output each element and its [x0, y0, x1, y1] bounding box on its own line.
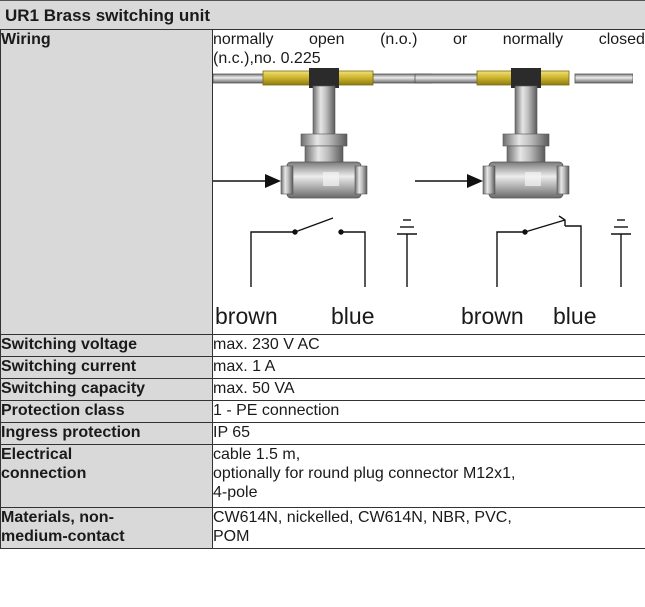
row-value: max. 50 VA — [212, 378, 645, 401]
brown-wire — [496, 231, 525, 287]
table-row: Ingress protection IP 65 — [0, 422, 645, 445]
switch-unit-right — [414, 68, 633, 199]
table-row: Switching capacity max. 50 VA — [0, 378, 645, 401]
switch-diagram-svg — [213, 68, 633, 287]
wiring-value: normally open (n.o.) or normally closed … — [212, 29, 645, 335]
wiring-text-line1: normally open (n.o.) or normally closed — [213, 31, 645, 48]
closed-contact — [558, 215, 566, 226]
materials-value: CW614N, nickelled, CW614N, NBR, PVC, POM — [212, 507, 645, 549]
brown-wire — [250, 231, 295, 287]
wiring-diagram: brown blue brown blue — [213, 68, 633, 331]
port-right — [354, 165, 368, 195]
wiring-row: Wiring normally open (n.o.) or normally … — [0, 29, 645, 335]
materials-label: Materials, non- medium-contact — [0, 507, 213, 549]
right-blue-label: blue — [553, 303, 597, 329]
table-row: Switching current max. 1 A — [0, 356, 645, 379]
row-value: IP 65 — [212, 422, 645, 445]
row-label: Ingress protection — [0, 422, 213, 445]
wiring-text-line2: (n.c.),no. 0.225 — [213, 50, 321, 67]
row-value: max. 230 V AC — [212, 334, 645, 357]
electrical-connection-row: Electrical connection cable 1.5 m, optio… — [0, 444, 645, 508]
row-label: Protection class — [0, 400, 213, 423]
electrical-value: cable 1.5 m, optionally for round plug c… — [212, 444, 645, 508]
blue-wire — [341, 231, 366, 287]
row-value: 1 - PE connection — [212, 400, 645, 423]
shaft — [312, 85, 336, 139]
cap-top — [309, 68, 339, 88]
neck — [304, 145, 344, 165]
circuit-normally-open — [250, 217, 417, 287]
neck — [506, 145, 546, 165]
left-blue-label: blue — [331, 303, 375, 329]
switch-lever-open — [294, 217, 334, 233]
flow-arrow-icon — [265, 174, 281, 188]
section-title-bar: UR1 Brass switching unit — [0, 0, 645, 29]
section-title: UR1 Brass switching unit — [5, 6, 210, 25]
electrical-label: Electrical connection — [0, 444, 213, 508]
port-left — [482, 165, 496, 195]
wiring-label: Wiring — [0, 29, 213, 335]
switch-lever-closed — [524, 219, 566, 233]
collar — [300, 133, 348, 147]
cap-top — [511, 68, 541, 88]
right-brown-label: brown — [461, 303, 524, 329]
switch-unit-left — [213, 68, 432, 199]
row-label: Switching voltage — [0, 334, 213, 357]
collar — [502, 133, 550, 147]
left-brown-label: brown — [215, 303, 278, 329]
row-label: Switching capacity — [0, 378, 213, 401]
port-right — [556, 165, 570, 195]
row-label: Switching current — [0, 356, 213, 379]
materials-row: Materials, non- medium-contact CW614N, n… — [0, 507, 645, 549]
table-row: Protection class 1 - PE connection — [0, 400, 645, 423]
flow-arrow-icon — [467, 174, 483, 188]
circuit-normally-closed — [496, 215, 631, 287]
row-value: max. 1 A — [212, 356, 645, 379]
body-logo — [525, 172, 541, 186]
body-logo — [323, 172, 339, 186]
port-left — [280, 165, 294, 195]
blue-wire — [565, 225, 582, 287]
cable-right — [574, 73, 633, 84]
spec-table: Wiring normally open (n.o.) or normally … — [0, 29, 645, 549]
shaft — [514, 85, 538, 139]
table-row: Switching voltage max. 230 V AC — [0, 334, 645, 357]
